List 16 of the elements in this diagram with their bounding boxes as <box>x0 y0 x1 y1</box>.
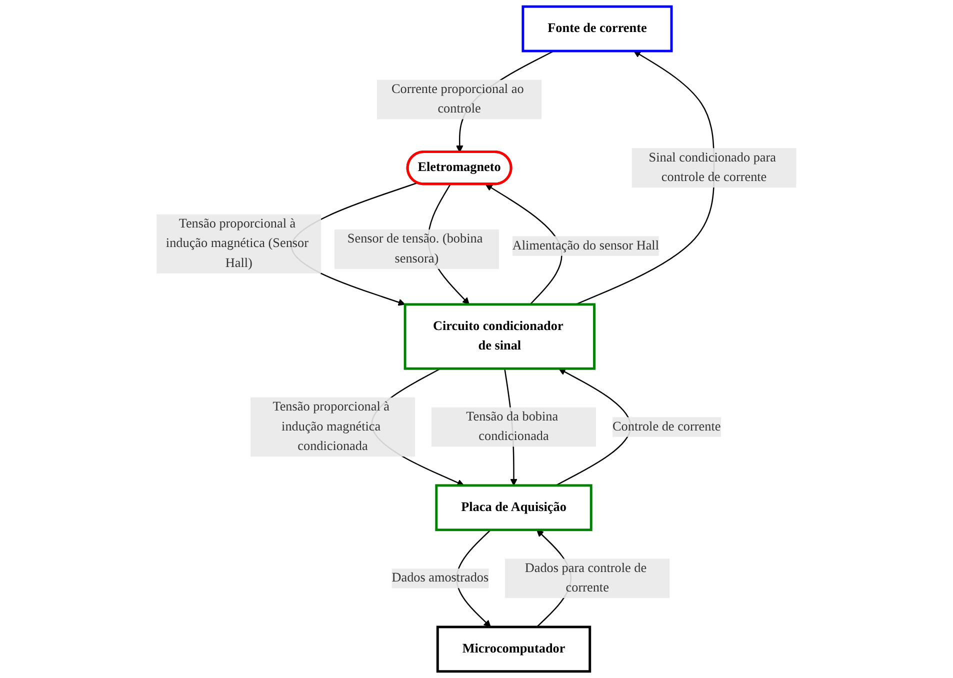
edge-label: Controle de corrente <box>612 420 721 434</box>
edge-label: Sensor de tensão. (bobina sensora) <box>347 232 483 266</box>
arrow <box>556 368 632 486</box>
edge-label: Corrente proporcional ao controle <box>392 82 524 116</box>
arrow <box>485 184 562 305</box>
node-box: Circuito condicionador de sinal <box>404 303 596 370</box>
node-box: Placa de Aquisição <box>435 484 592 532</box>
edge-label: Alimentação do sensor Hall <box>512 238 660 253</box>
edge-label: Tensão proporcional à indução magnética condicionada <box>272 400 390 454</box>
edge-label: Sinal condicionado para controle de corrente <box>648 150 776 184</box>
edge-label: Tensão da bobina condicionada <box>466 410 558 444</box>
edge-label: Tensão proporcional à indução magnética (Sensor Hall) <box>166 216 309 270</box>
edge-label: Dados amostrados <box>392 571 489 586</box>
node-box: Microcomputador <box>436 626 592 673</box>
node-box: Fonte de corrente <box>522 5 673 52</box>
edge-label: Dados para controle de corrente <box>524 561 647 595</box>
